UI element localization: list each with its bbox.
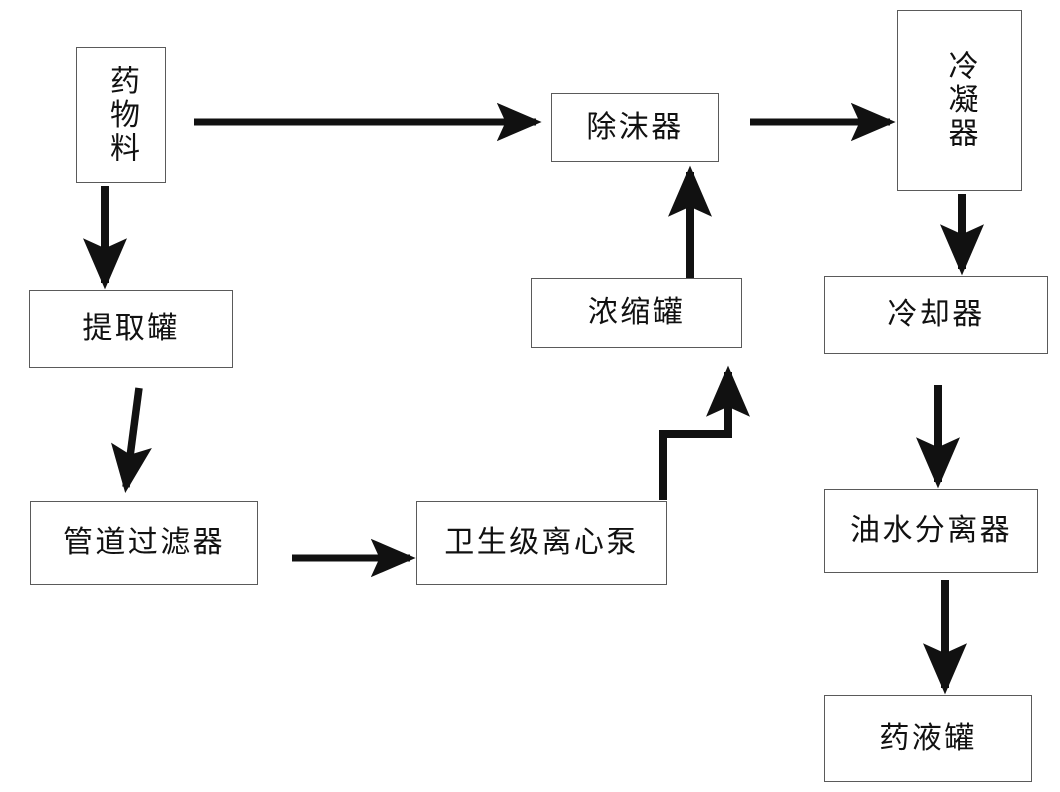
node-defoamer[interactable]: 除沫器 [551, 93, 719, 162]
node-cooler-label: 冷却器 [887, 298, 985, 332]
node-raw-material-label: 药物料 [105, 64, 138, 166]
node-pipeline-filter-label: 管道过滤器 [63, 526, 225, 560]
node-concentration-tank[interactable]: 浓缩罐 [531, 278, 742, 348]
node-sanitary-centrifugal-pump-label: 卫生级离心泵 [444, 526, 639, 560]
node-raw-material[interactable]: 药物料 [76, 47, 166, 183]
node-sanitary-centrifugal-pump[interactable]: 卫生级离心泵 [416, 501, 667, 585]
node-condenser[interactable]: 冷凝器 [897, 10, 1022, 191]
node-concentration-tank-label: 浓缩罐 [587, 296, 686, 330]
node-oil-water-separator-label: 油水分离器 [850, 514, 1012, 548]
connector-pump-to-concentration-tank [659, 365, 751, 500]
node-extraction-tank-label: 提取罐 [82, 312, 180, 346]
node-oil-water-separator[interactable]: 油水分离器 [824, 489, 1038, 573]
connector-extraction-tank-to-pipeline-filter [111, 387, 152, 493]
node-condenser-label: 冷凝器 [943, 50, 977, 151]
node-extraction-tank[interactable]: 提取罐 [29, 290, 233, 368]
node-defoamer-label: 除沫器 [586, 110, 684, 144]
node-liquid-medicine-tank[interactable]: 药液罐 [824, 695, 1032, 782]
node-pipeline-filter[interactable]: 管道过滤器 [30, 501, 258, 585]
node-liquid-medicine-tank-label: 药液罐 [879, 721, 977, 755]
node-cooler[interactable]: 冷却器 [824, 276, 1048, 354]
